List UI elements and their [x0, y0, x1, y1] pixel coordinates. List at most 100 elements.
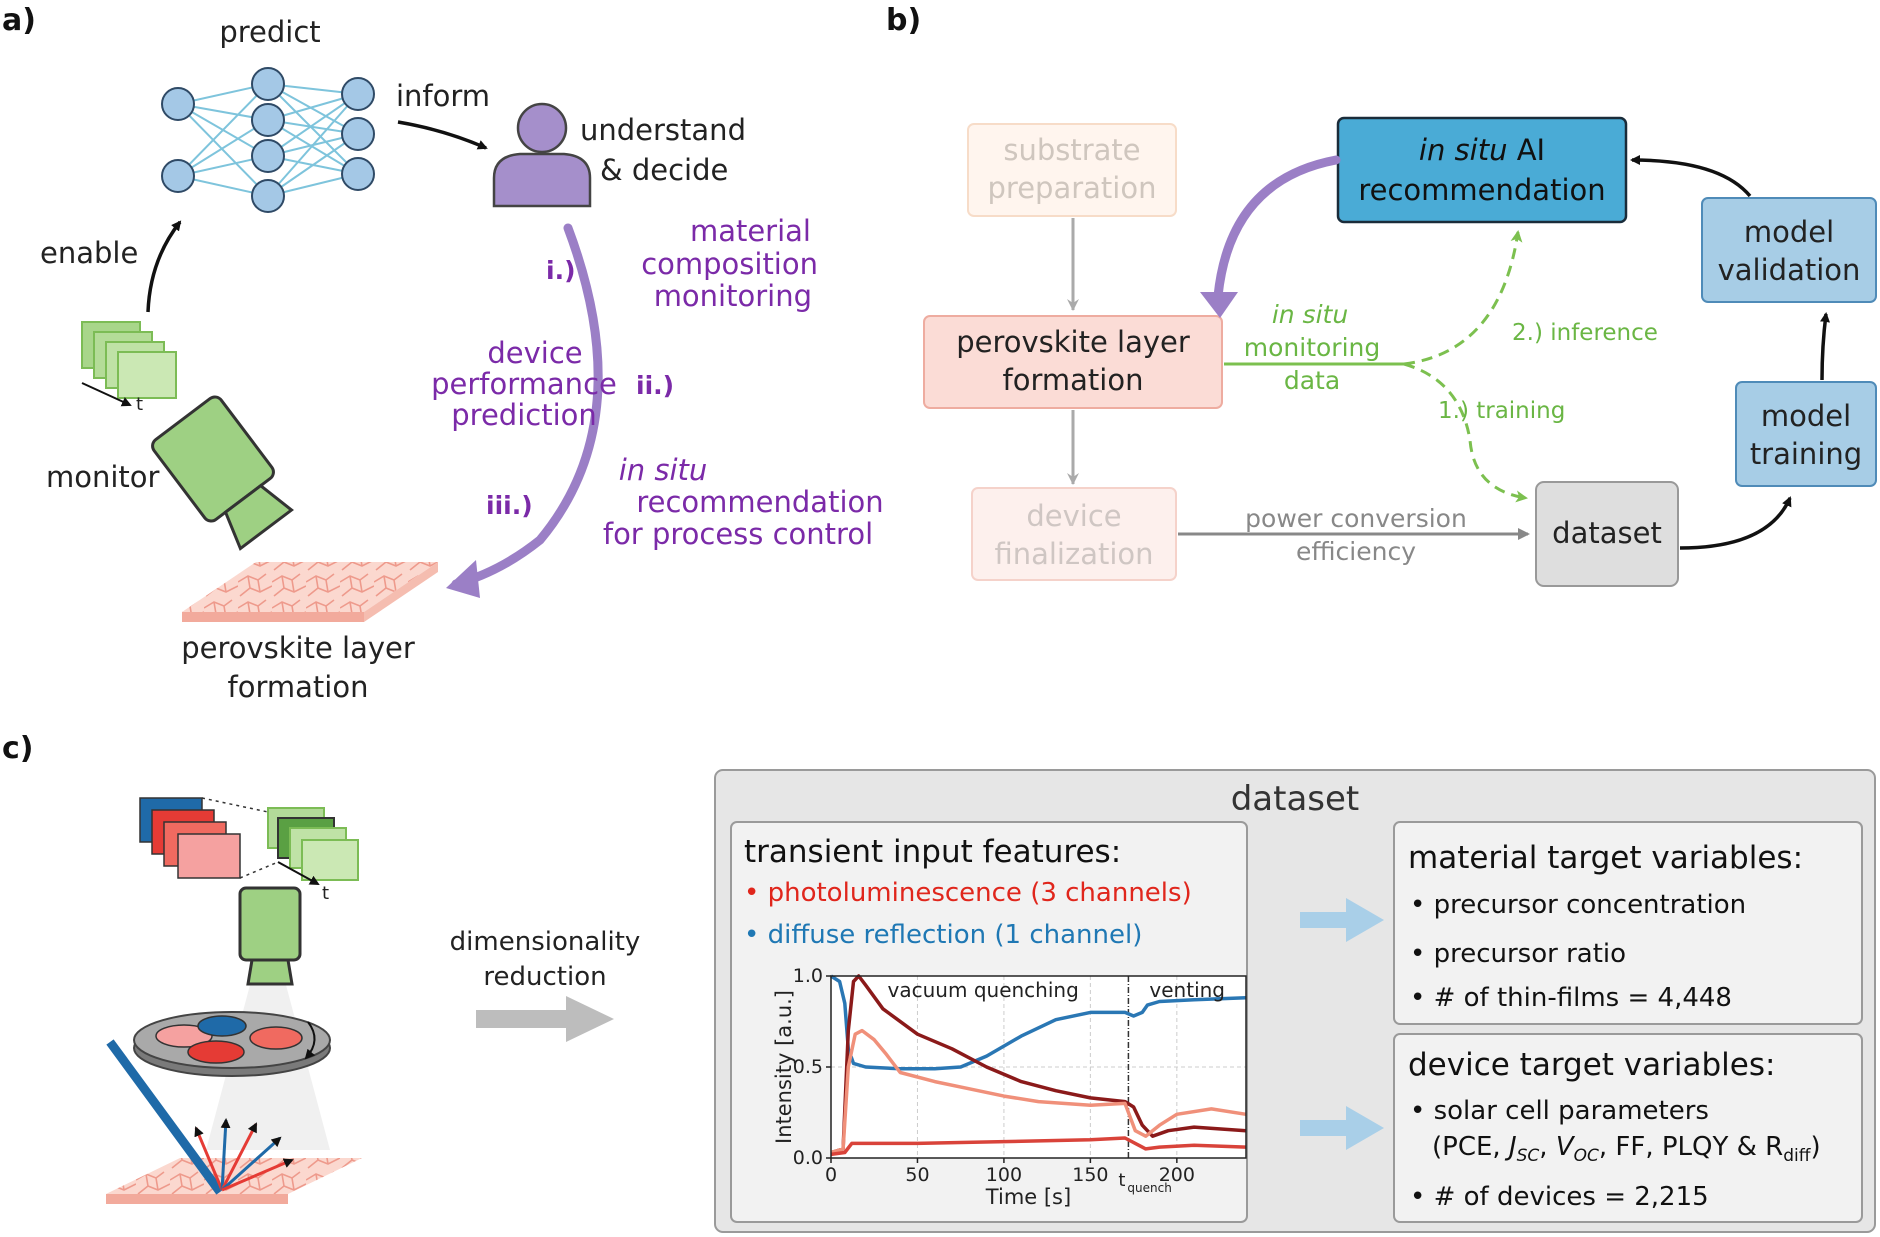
training-to-validation-arrow: [1820, 312, 1830, 381]
device-targets-box: [1393, 1033, 1863, 1223]
perovskite-line2: formation: [1003, 363, 1144, 397]
inform-label: inform: [396, 79, 490, 113]
panel-label-b: b): [886, 3, 921, 38]
model-validation-node: [1701, 197, 1877, 303]
material-item: • precursor ratio: [1410, 939, 1626, 969]
nn-edge: [267, 93, 359, 157]
device-finalization-node: [971, 487, 1177, 581]
dataset-label: dataset: [1552, 516, 1662, 550]
step-ii-line2: performance: [431, 367, 617, 401]
validation-line2: validation: [1718, 253, 1861, 287]
training-line1: model: [1761, 399, 1851, 433]
dr-feature: • diffuse reflection (1 channel): [744, 920, 1142, 950]
dimred-arrow: [476, 996, 614, 1042]
dimred-line2: reduction: [483, 962, 606, 992]
phase-label-venting: venting: [1149, 978, 1225, 1002]
nn-edge: [267, 93, 359, 197]
pl-channel-frames-icon: [139, 797, 359, 885]
ai-arrowhead: [1200, 292, 1238, 318]
nn-node: [251, 139, 285, 173]
step-i-label: i.): [546, 256, 576, 285]
x-axis-label: Time [s]: [985, 1185, 1071, 1209]
camera-icon: [151, 395, 294, 551]
nn-node: [251, 179, 285, 213]
x-tick-label: 50: [905, 1164, 929, 1186]
monitoring-line2: monitoring: [1244, 333, 1380, 362]
model-training-node: [1735, 381, 1877, 487]
step-i-line1: material: [690, 214, 811, 248]
dataset-node: [1535, 481, 1679, 587]
ai-line2: recommendation: [1358, 173, 1605, 207]
nn-node: [341, 157, 375, 191]
inference-arrow: [1403, 230, 1523, 366]
nn-edge: [267, 83, 359, 175]
step-ii-line1: device: [487, 336, 582, 370]
training-data-arrow: [1403, 362, 1528, 503]
perovskite-line1: perovskite layer: [956, 325, 1190, 359]
pl-feature: • photoluminescence (3 channels): [744, 878, 1192, 908]
panel-b: b) substrate preparation perovskite laye…: [886, 3, 1877, 587]
x-tick-label: 100: [986, 1164, 1022, 1186]
dataset-title: dataset: [1231, 779, 1360, 819]
ai-recommendation-node: [1336, 116, 1628, 224]
nn-edge: [177, 119, 269, 177]
validation-to-ai-arrow: [1630, 155, 1752, 198]
t-quench-subscript: quench: [1127, 1181, 1171, 1195]
panel-label-c: c): [2, 731, 34, 766]
step-i-line2: composition: [641, 247, 818, 281]
device-item-params: (PCE, JSC, VOC, FF, PLQY & Rdiff): [1432, 1132, 1821, 1166]
film-label-line1: perovskite layer: [181, 631, 415, 665]
time-axis-label: t: [136, 394, 143, 415]
nn-node: [161, 87, 195, 121]
y-tick-label: 0.0: [793, 1147, 823, 1169]
panel-a: a) predict inform understand & decide en…: [2, 3, 884, 704]
predict-label: predict: [219, 15, 320, 49]
dimred-line1: dimensionality: [450, 927, 641, 957]
device-item: • solar cell parameters: [1410, 1096, 1709, 1126]
material-target-arrow: [1300, 898, 1384, 942]
time-axis-label-c: t: [322, 883, 329, 904]
sample-holder-icon: [133, 1011, 331, 1077]
substrate-preparation-node: [967, 123, 1177, 217]
substrate-line2: preparation: [988, 171, 1157, 205]
training-line2: training: [1750, 437, 1862, 471]
x-tick-label: 200: [1159, 1164, 1195, 1186]
nn-edge: [267, 133, 359, 197]
phase-label-vacuum: vacuum quenching: [888, 978, 1079, 1002]
material-title: material target variables:: [1408, 840, 1803, 876]
ai-to-perovskite-arrow: [1213, 155, 1341, 301]
substrate-line1: substrate: [1003, 133, 1140, 167]
pce-line1: power conversion: [1245, 504, 1467, 533]
y-tick-label: 1.0: [793, 965, 823, 987]
step-iii-line1: in situ: [619, 453, 708, 487]
y-tick-label: 0.5: [793, 1056, 823, 1078]
chart-series-line: [830, 974, 1247, 1071]
decide-label: & decide: [600, 153, 728, 187]
monitoring-line1: in situ: [1272, 300, 1348, 329]
device-target-arrow: [1300, 1106, 1384, 1150]
step-i-line3: monitoring: [654, 279, 812, 313]
nn-node: [341, 77, 375, 111]
device-title: device target variables:: [1408, 1047, 1775, 1083]
step-iii-line2: recommendation: [636, 485, 883, 519]
perovskite-film-icon: [182, 562, 438, 622]
neural-network-icon: [161, 67, 375, 213]
panel-c: c) t: [2, 731, 1876, 1233]
material-targets-box: [1393, 821, 1863, 1025]
monitoring-line3: data: [1284, 366, 1340, 395]
chart-series-line: [830, 974, 1247, 1155]
panel-label-a: a): [2, 3, 36, 38]
inform-arrow: [397, 120, 488, 150]
nn-edge: [177, 83, 269, 177]
chart-series-line: [830, 1028, 1247, 1155]
validation-line1: model: [1744, 215, 1834, 249]
step-iii-label: iii.): [486, 491, 533, 520]
y-axis-label: Intensity [a.u.]: [772, 990, 796, 1144]
t-quench-label: t: [1118, 1170, 1125, 1191]
nn-edge: [177, 103, 269, 197]
x-tick-label: 0: [825, 1164, 837, 1186]
device-item: • # of devices = 2,215: [1410, 1182, 1709, 1212]
step-ii-line3: prediction: [451, 398, 597, 432]
inference-label: 2.) inference: [1512, 320, 1658, 346]
